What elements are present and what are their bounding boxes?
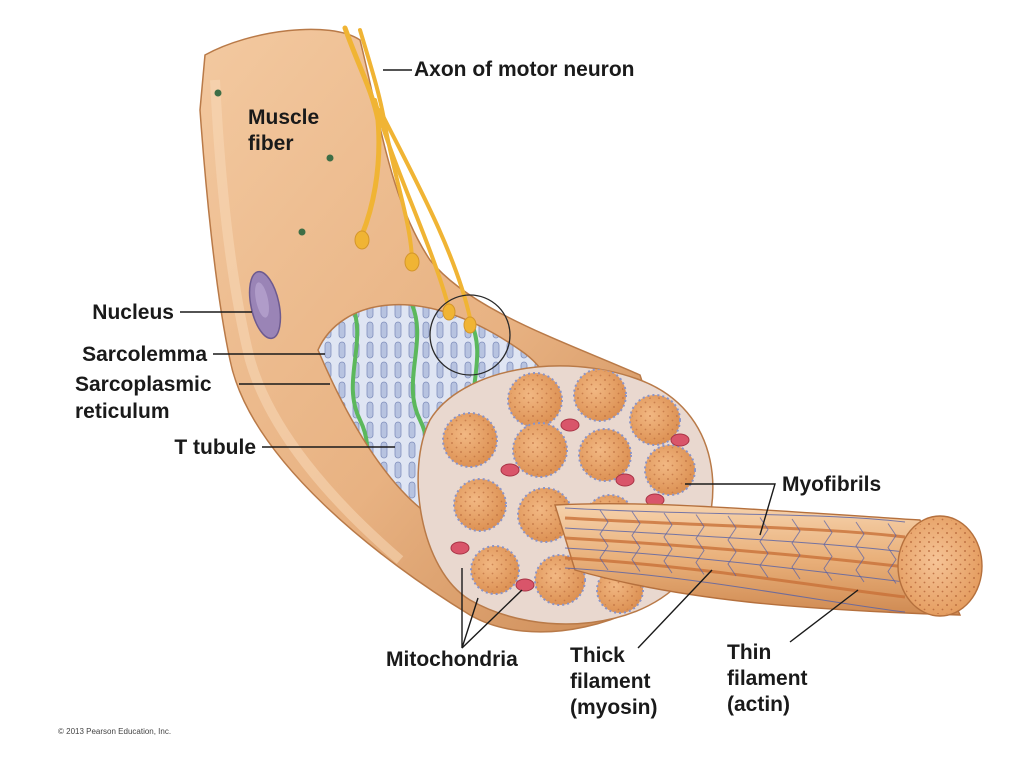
label-t-tubule-text: T tubule bbox=[174, 436, 256, 459]
thin-filament-line bbox=[564, 527, 906, 553]
label-myofibrils-text: Myofibrils bbox=[782, 473, 881, 496]
filament-crosslink bbox=[663, 512, 673, 574]
myofibril-disc-texture bbox=[473, 548, 517, 592]
label-mitochondria: Mitochondria bbox=[386, 648, 518, 671]
label-sr-line2: reticulum bbox=[75, 400, 170, 423]
myofibril-disc-texture bbox=[520, 490, 570, 540]
label-muscle-fiber-line2: fiber bbox=[248, 132, 294, 155]
mitochondrion bbox=[515, 578, 535, 592]
mitochondrion bbox=[670, 433, 690, 447]
myofibril-disc-texture bbox=[632, 397, 678, 443]
thin-filament-line bbox=[564, 547, 906, 583]
leader-lines bbox=[180, 69, 859, 649]
myofibril-disc-texture bbox=[647, 447, 693, 493]
label-myofibrils: Myofibrils bbox=[782, 473, 881, 496]
thick-filament-line bbox=[564, 516, 906, 539]
myofibril-disc-texture bbox=[515, 425, 565, 475]
thick-filament-line bbox=[564, 556, 906, 599]
filament-crosslink bbox=[823, 520, 833, 581]
label-sarcolemma: Sarcolemma bbox=[82, 343, 207, 366]
label-sarcolemma-text: Sarcolemma bbox=[82, 343, 207, 366]
filament-crosslink bbox=[727, 515, 737, 577]
label-mitochondria-text: Mitochondria bbox=[386, 648, 518, 671]
label-muscle-fiber-line1: Muscle bbox=[248, 106, 319, 129]
axon-terminals bbox=[354, 230, 477, 334]
detail-circle bbox=[429, 294, 511, 376]
label-sarcoplasmic-reticulum: Sarcoplasmic reticulum bbox=[75, 373, 212, 423]
label-thin-filament: Thin filament (actin) bbox=[727, 641, 808, 716]
mitochondrion bbox=[500, 463, 520, 477]
myofibril-disc-texture bbox=[581, 431, 629, 479]
thick-filament-line bbox=[564, 536, 906, 569]
thin-filament-line bbox=[564, 507, 906, 523]
label-thin-line2: filament bbox=[727, 667, 808, 690]
label-sr-line1: Sarcoplasmic bbox=[75, 373, 212, 396]
myofibril-disc-texture bbox=[510, 375, 560, 425]
myofibril-disc-texture bbox=[576, 371, 624, 419]
filament-crosslink bbox=[791, 518, 801, 580]
filament-crosslink bbox=[599, 509, 609, 571]
label-muscle-fiber: Muscle fiber bbox=[248, 106, 319, 155]
filament-crosslink bbox=[855, 521, 865, 583]
label-t-tubule: T tubule bbox=[174, 436, 256, 459]
label-axon: Axon of motor neuron bbox=[414, 58, 634, 81]
thin-filament-line bbox=[564, 567, 906, 613]
label-thick-line2: filament bbox=[570, 670, 651, 693]
label-nucleus-text: Nucleus bbox=[92, 301, 174, 324]
label-axon-text: Axon of motor neuron bbox=[414, 58, 634, 81]
myofibril-disc-texture bbox=[445, 415, 495, 465]
filament-crosslink bbox=[631, 511, 641, 572]
label-thin-line3: (actin) bbox=[727, 693, 790, 716]
label-thick-filament: Thick filament (myosin) bbox=[570, 644, 658, 719]
filament-crosslink bbox=[695, 514, 705, 575]
myofibril-disc-texture bbox=[456, 481, 504, 529]
motor-axon bbox=[342, 25, 472, 320]
extended-myofibril bbox=[554, 502, 983, 617]
mitochondrion bbox=[615, 473, 635, 487]
label-thin-line1: Thin bbox=[727, 641, 771, 664]
mitochondrion bbox=[560, 418, 580, 432]
filament-crosslink bbox=[759, 517, 769, 578]
copyright-credit: © 2013 Pearson Education, Inc. bbox=[58, 727, 171, 736]
label-nucleus: Nucleus bbox=[92, 301, 174, 324]
label-thick-line3: (myosin) bbox=[570, 696, 658, 719]
filament-crosslink bbox=[887, 523, 897, 584]
label-thick-line1: Thick bbox=[570, 644, 625, 667]
mitochondrion bbox=[450, 541, 470, 555]
